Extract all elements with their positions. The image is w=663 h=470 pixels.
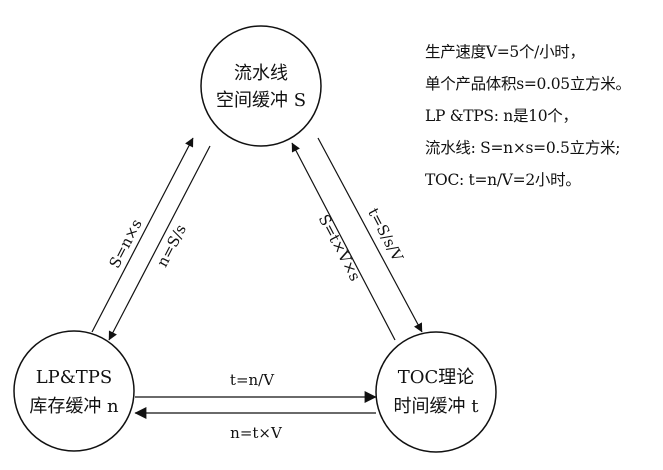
note-line: 生产速度V=5个/小时，	[425, 43, 585, 61]
label-toc-to-pipeline: S=t×V×s	[315, 211, 364, 284]
note-line: LP &TPS: n是10个，	[425, 107, 578, 125]
node-lptps-subtitle: 库存缓冲 n	[29, 396, 119, 417]
node-toc-title: TOC理论	[398, 367, 475, 388]
arrow-pipeline-to-lptps	[108, 145, 211, 341]
node-pipeline: 流水线 空间缓冲 S	[200, 25, 322, 147]
node-pipeline-subtitle: 空间缓冲 S	[216, 90, 306, 111]
node-lptps-circle	[13, 330, 135, 452]
node-toc-circle	[375, 331, 497, 453]
label-lptps-to-toc: t=n/V	[230, 371, 275, 389]
node-lptps: LP&TPS 库存缓冲 n	[13, 330, 135, 452]
arrow-lptps-to-pipeline	[91, 137, 194, 333]
note-line: 流水线: S=n×s=0.5立方米;	[425, 139, 621, 157]
note-line: 单个产品体积s=0.05立方米。	[425, 75, 631, 93]
arrow-pipeline-to-toc	[317, 137, 423, 333]
node-toc: TOC理论 时间缓冲 t	[375, 331, 497, 453]
node-pipeline-circle	[200, 25, 322, 147]
node-toc-subtitle: 时间缓冲 t	[394, 396, 480, 417]
note-line: TOC: t=n/V=2小时。	[425, 171, 581, 189]
node-lptps-title: LP&TPS	[36, 367, 113, 388]
parameter-notes: 生产速度V=5个/小时， 单个产品体积s=0.05立方米。 LP &TPS: n…	[425, 36, 661, 196]
label-toc-to-lptps: n=t×V	[230, 424, 283, 442]
node-pipeline-title: 流水线	[234, 63, 288, 84]
arrow-toc-to-pipeline	[291, 142, 396, 341]
label-lptps-to-pipeline: S=n×s	[105, 216, 145, 271]
